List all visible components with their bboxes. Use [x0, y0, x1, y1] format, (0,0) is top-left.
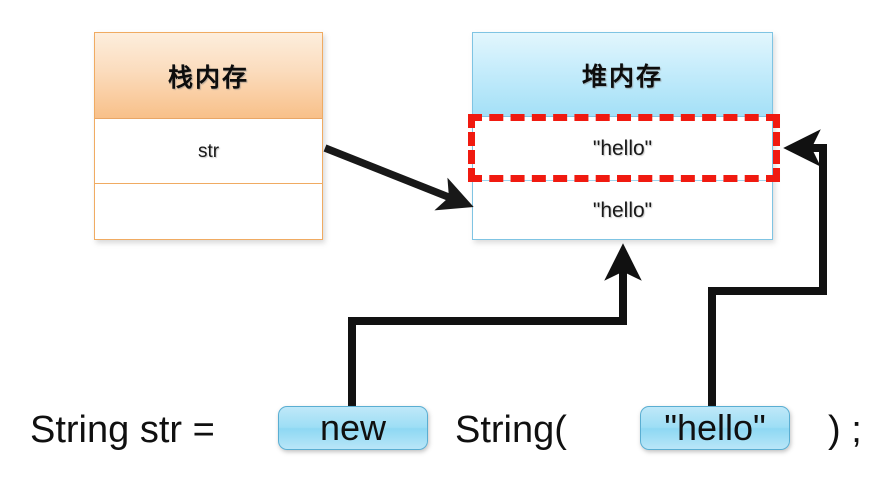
heap-row-hello-highlighted: "hello" — [473, 118, 772, 181]
code-segment-constructor: String( — [455, 409, 567, 451]
stack-row-empty — [95, 185, 322, 239]
stack-row-str: str — [95, 120, 322, 184]
pill-new[interactable]: new — [278, 406, 428, 450]
heap-memory-header: 堆内存 — [473, 33, 772, 117]
stack-memory-box: 栈内存 str — [94, 32, 323, 240]
heap-memory-box: 堆内存 "hello" "hello" — [472, 32, 773, 240]
stack-memory-header: 栈内存 — [95, 33, 322, 119]
arrow-str-to-heap — [323, 144, 474, 211]
pill-string-literal[interactable]: "hello" — [640, 406, 790, 450]
arrow-new-to-heap — [348, 243, 642, 406]
code-segment-terminator: ) ; — [828, 409, 862, 451]
heap-row-hello: "hello" — [473, 182, 772, 239]
code-segment-declaration: String str = — [30, 409, 215, 451]
